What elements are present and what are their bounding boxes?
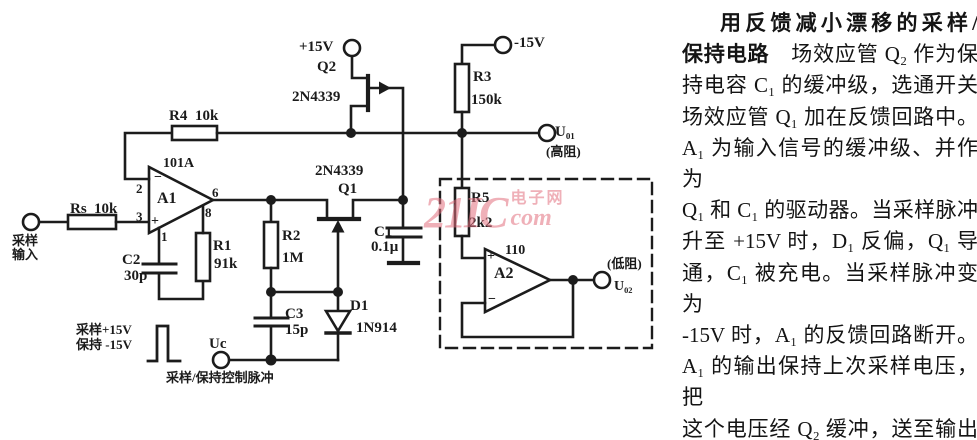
diode-d1-symbol — [323, 309, 353, 334]
label-rs: Rs — [70, 201, 87, 217]
label-r3-value: 150k — [471, 92, 502, 108]
label-q1: Q1 — [338, 181, 358, 197]
jfet-q1-gate-arrow — [331, 220, 345, 233]
terminal-plus15v — [342, 38, 362, 58]
label-a2: A2 — [494, 265, 514, 282]
label-r2: R2 — [282, 228, 301, 244]
label-c3: C3 — [285, 306, 304, 322]
article-line: A₁ 为输入信号的缓冲级、并作为 — [682, 135, 977, 192]
pulse-waveform — [146, 324, 182, 363]
label-pulse-low: 保持 -15V — [76, 337, 132, 352]
resistor-r4 — [170, 124, 219, 142]
article-line: 升至 +15V 时，D₁ 反偏，Q₁ 导 — [682, 229, 977, 254]
label-a1: A1 — [157, 190, 177, 207]
label-a1-pin6: 6 — [212, 185, 219, 200]
label-uo1-note: (高阻) — [546, 144, 581, 159]
label-a2-minus: − — [488, 292, 496, 307]
label-c2-value: 30p — [124, 268, 148, 284]
label-uo2: U₀₂ — [614, 279, 633, 294]
label-q1-type: 2N4339 — [315, 163, 364, 179]
label-a1-pin3: 3 — [136, 209, 143, 224]
dashed-block — [438, 177, 654, 350]
label-a2-plus: + — [487, 249, 495, 264]
wire-r5-to-a2 — [460, 234, 487, 260]
label-r5: R5 — [471, 190, 490, 206]
junction-dots — [265, 128, 578, 366]
label-r1: R1 — [213, 238, 232, 254]
label-input-1: 采样 — [12, 233, 39, 248]
label-a1-plus: + — [151, 214, 159, 229]
label-input-2: 输入 — [12, 247, 39, 262]
label-a1-type: 101A — [163, 156, 195, 171]
jfet-q2-gate-arrow — [379, 81, 391, 95]
label-uo2-note: (低阻) — [607, 256, 642, 271]
label-uc: Uc — [209, 336, 227, 352]
wire-q2-source — [349, 104, 370, 135]
label-rs-value: 10k — [94, 201, 118, 217]
article-line: A₁ 的输出保持上次采样电压，把 — [682, 354, 977, 410]
article-line: 持电容 C₁ 的缓冲级，选通开关 — [682, 73, 977, 98]
label-c2: C2 — [122, 252, 141, 268]
label-uo1: U₀₁ — [555, 124, 575, 140]
label-c1-value: 0.1μ — [371, 239, 399, 255]
wire-r3-top — [460, 43, 497, 66]
wire-a2-feedback — [460, 278, 575, 339]
terminal-uo1 — [537, 123, 557, 143]
label-d1: D1 — [350, 298, 369, 314]
article-line: 这个电压经 Q₂ 缓冲，送至输出 — [682, 416, 977, 440]
label-r1-value: 91k — [214, 256, 238, 272]
label-q2-type: 2N4339 — [292, 89, 341, 105]
label-r2-value: 1M — [282, 250, 304, 266]
opamp-a1-symbol — [147, 164, 216, 236]
terminal-sample-input — [21, 212, 41, 232]
label-r5-value: 2k2 — [469, 215, 493, 231]
terminal-uo2 — [592, 270, 612, 290]
terminal-minus15v — [493, 35, 513, 55]
resistor-r5 — [453, 186, 471, 238]
resistor-r1 — [194, 231, 212, 283]
opamp-a2-symbol — [483, 246, 553, 315]
article-line: 场效应管 Q₁ 加在反馈回路中。 — [682, 104, 977, 129]
resistor-r3 — [453, 62, 471, 114]
article-text: 用反馈减小漂移的采样/保持电路 场效应管 Q₂ 作为保持电容 C₁ 的缓冲级，选… — [682, 8, 977, 440]
article-line: -15V 时，A₁ 的反馈回路断开。 — [682, 323, 977, 348]
article-line: 保持电路 场效应管 Q₂ 作为保 — [682, 42, 977, 67]
label-r3: R3 — [473, 69, 492, 85]
wire-q1-drain — [351, 198, 405, 219]
wire-q2-gate — [366, 86, 405, 202]
wire-a1-pin2-feedback — [123, 131, 174, 181]
terminal-uc — [211, 350, 231, 370]
resistor-r2 — [262, 220, 280, 270]
label-a1-pin8: 8 — [205, 205, 212, 220]
label-c1: C1 — [374, 224, 393, 240]
label-pulse-high: 采样+15V — [76, 322, 132, 337]
article-line: Q₁ 和 C₁ 的驱动器。当采样脉冲 — [682, 198, 977, 223]
wire-c2-to-r1 — [157, 271, 205, 301]
label-a1-minus: − — [154, 170, 162, 185]
label-r4-value: 10k — [195, 108, 219, 124]
label-q2: Q2 — [317, 59, 337, 75]
article-line: 用反馈减小漂移的采样/ — [720, 11, 977, 35]
label-r4: R4 — [169, 108, 188, 124]
label-a1-pin1: 1 — [161, 229, 168, 244]
resistor-rs — [66, 213, 118, 231]
article-line: 通，C₁ 被充电。当采样脉冲变为 — [682, 260, 977, 316]
label-plus15v: +15V — [299, 39, 334, 55]
label-c3-value: 15p — [285, 322, 309, 338]
wire-q2-drain — [350, 54, 370, 80]
wire-a1-output — [211, 198, 329, 219]
label-control-pulse: 采样/保持控制脉冲 — [166, 370, 274, 385]
label-d1-value: 1N914 — [356, 320, 397, 336]
label-a2-type: 110 — [505, 243, 526, 258]
label-a1-pin2: 2 — [136, 181, 143, 196]
label-minus15v: -15V — [514, 35, 545, 51]
